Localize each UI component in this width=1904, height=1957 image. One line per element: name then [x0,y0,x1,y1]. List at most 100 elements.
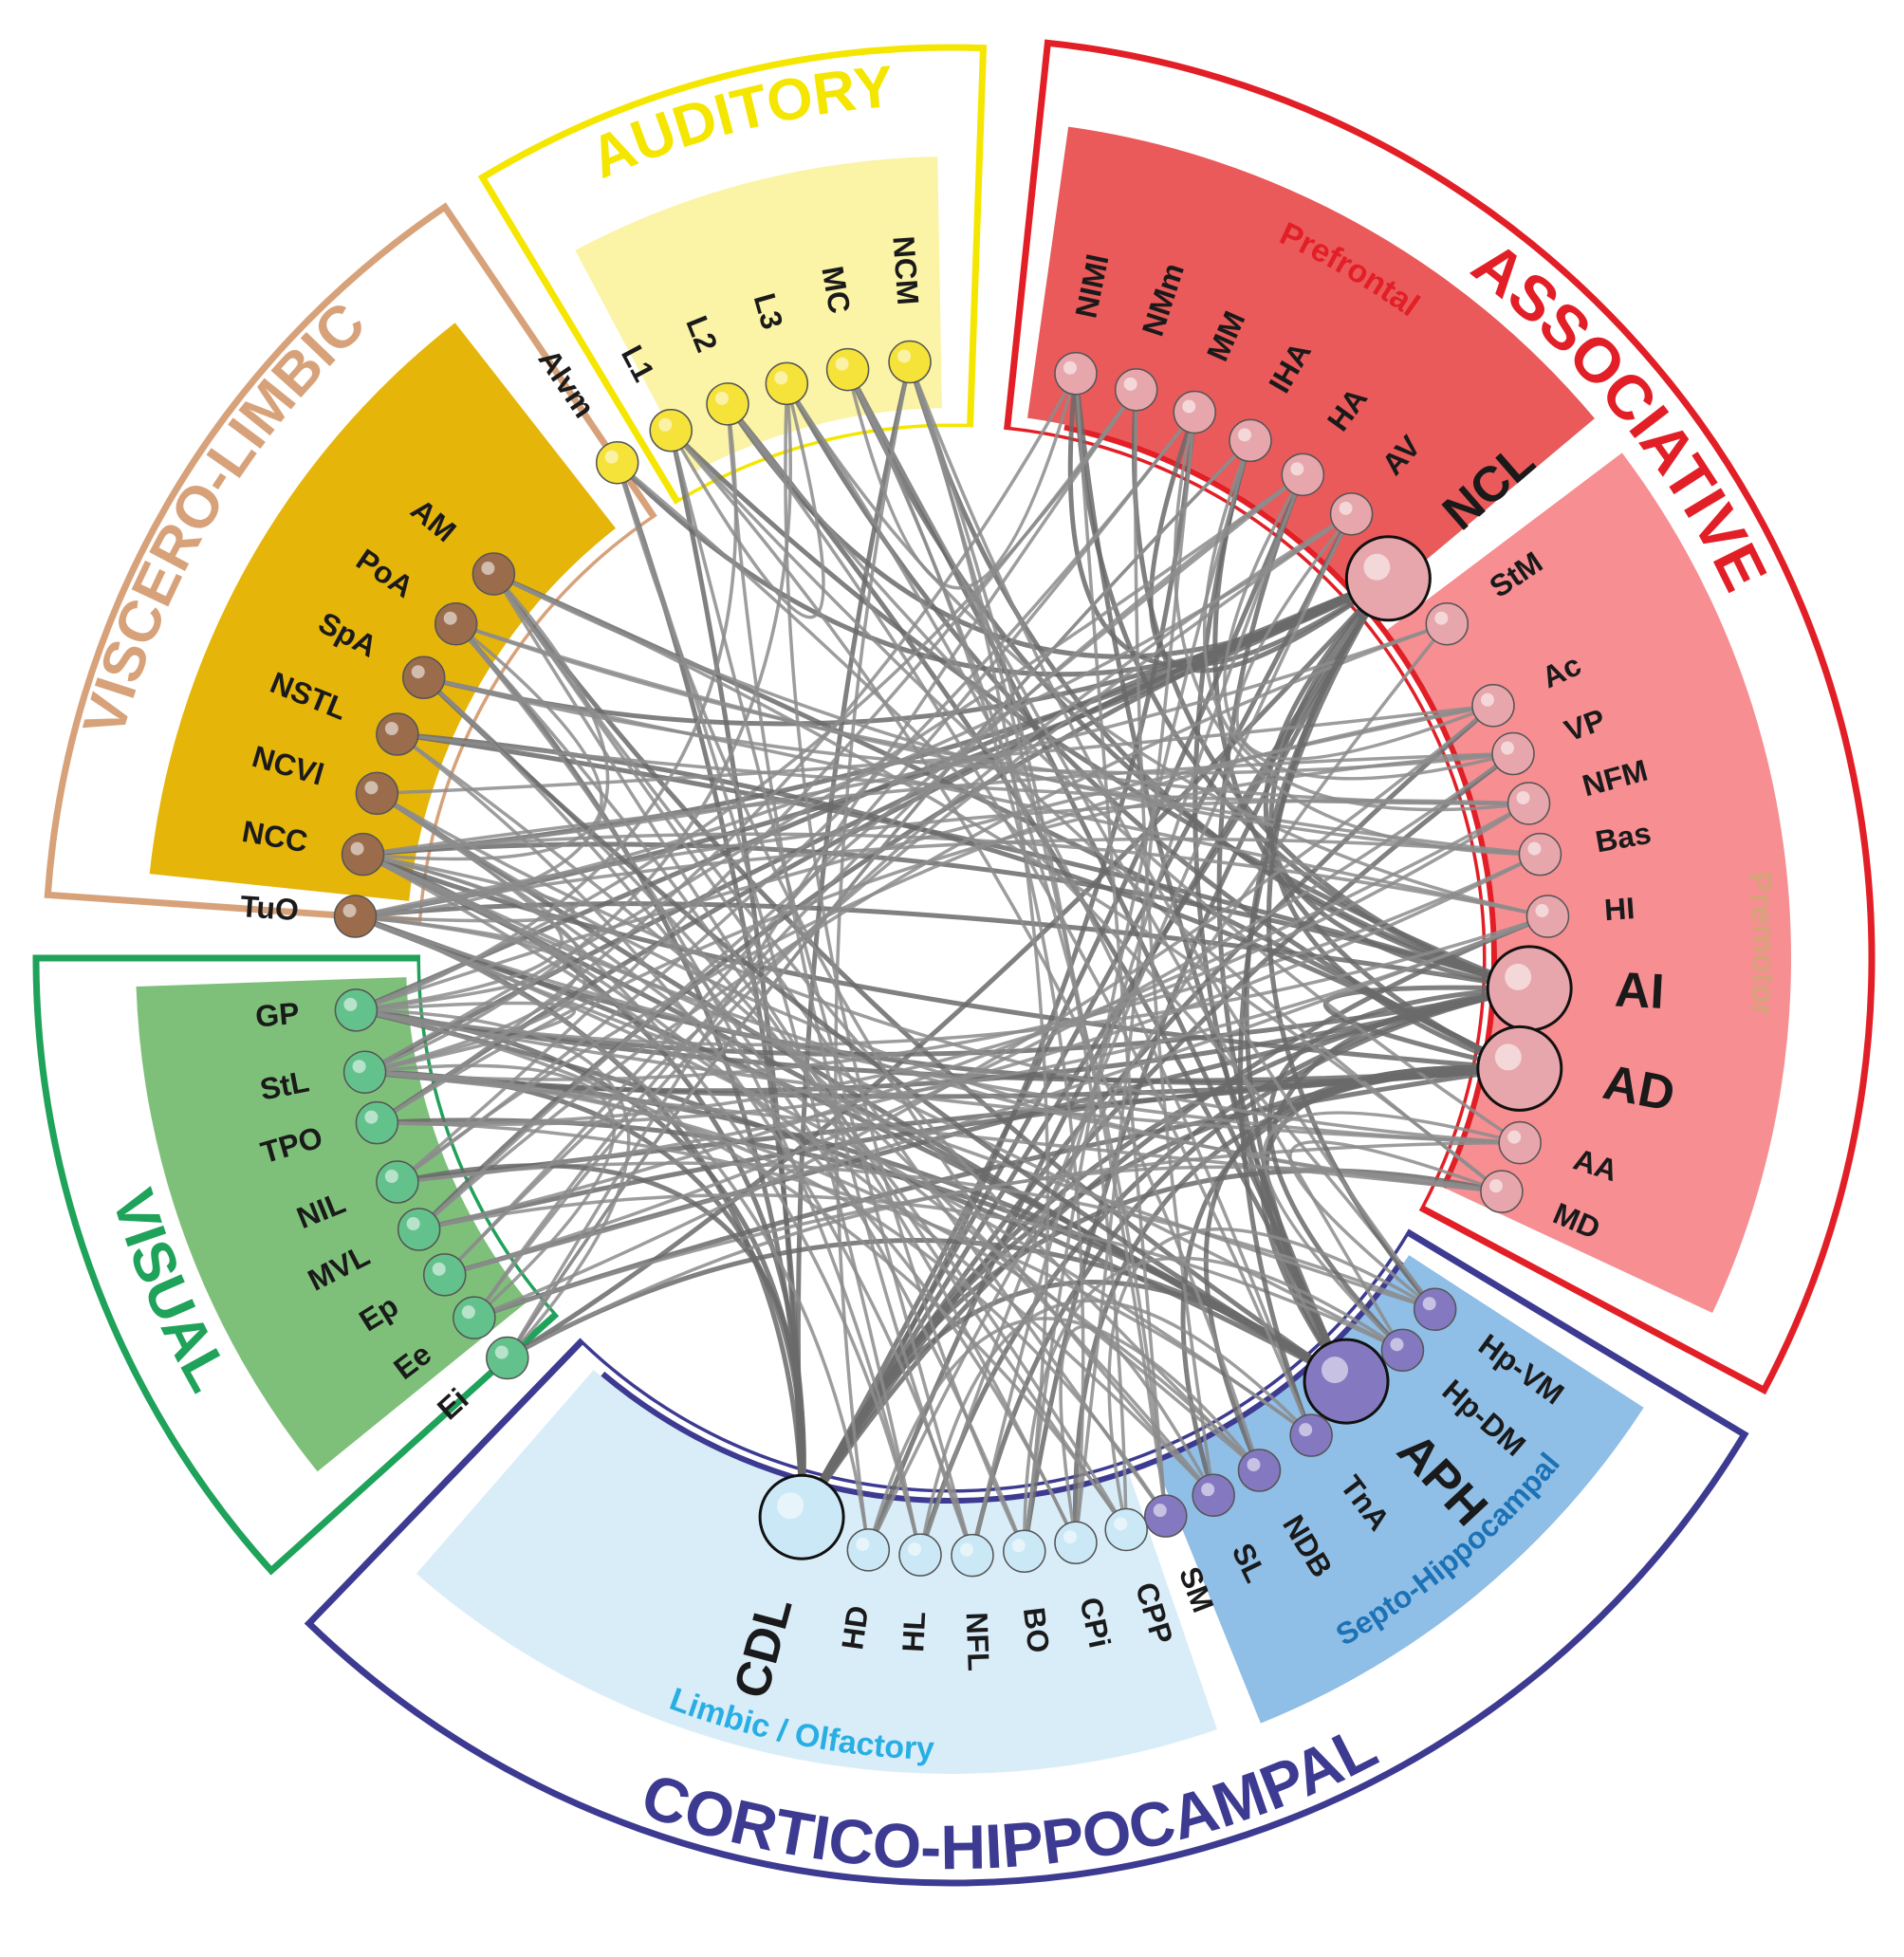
edge-L3-HI [785,382,1548,918]
node-AA[interactable] [1498,1120,1542,1165]
node-highlight-HL [908,1542,922,1557]
node-StL[interactable] [342,1050,387,1094]
node-highlight-Ee [461,1305,475,1320]
node-MM[interactable] [1173,390,1216,434]
node-highlight-L2 [714,391,729,405]
node-SL[interactable] [1192,1473,1235,1517]
node-SM[interactable] [1144,1494,1188,1538]
node-HA[interactable] [1281,452,1325,497]
edge-MM-CPi [1074,412,1196,1543]
node-BO[interactable] [1003,1529,1046,1574]
node-PoA[interactable] [434,601,478,646]
edge-AM-CPP [491,573,1128,1531]
node-NSTL[interactable] [376,712,419,756]
node-APH[interactable] [1303,1338,1390,1425]
node-NFL[interactable] [951,1533,994,1578]
edge-SL-CPi [1059,1324,1215,1543]
node-highlight-NSTL [384,721,398,735]
node-MVL[interactable] [397,1208,441,1251]
node-Hp-DM[interactable] [1380,1328,1425,1373]
node-Ac[interactable] [1471,684,1515,728]
node-CPP[interactable] [1104,1507,1148,1552]
node-HI[interactable] [1525,895,1570,938]
node-CPi[interactable] [1054,1521,1098,1564]
edge-L2-NFL [726,403,974,1557]
edge-TuO-HD [354,914,871,1551]
edge-Ee-HA [472,472,1304,1320]
node-L3[interactable] [765,361,809,406]
edge-MD-AM [492,572,1504,1193]
node-MD[interactable] [1480,1170,1524,1213]
label-BO: BO [1017,1605,1057,1654]
node-Ei[interactable] [486,1336,529,1380]
edge-Hp-DM-BO [1023,1256,1404,1552]
label-TuO: TuO [239,889,300,927]
node-NIMl[interactable] [1054,352,1098,396]
node-Ep[interactable] [422,1253,467,1297]
edge-CDL-VP [800,751,1515,1519]
node-L2[interactable] [706,382,749,426]
edge-NMm-NIL [396,388,1138,1184]
node-highlight-NCC [350,841,364,856]
edge-AD-NCC [361,852,1520,1071]
edge-NCVl-HL [376,791,922,1556]
node-MC[interactable] [825,347,870,392]
edge-StL-L3 [363,383,792,1074]
node-highlight-MD [1488,1179,1503,1193]
node-TuO[interactable] [333,895,378,938]
node-NCC[interactable] [341,832,385,877]
edge-L1-NDB [669,429,1262,1471]
edge-PoA-CPi [454,622,1078,1543]
node-NDB[interactable] [1237,1449,1282,1492]
node-AM[interactable] [471,552,516,596]
node-NMm[interactable] [1114,368,1158,412]
edge-NIMl-TPO [376,372,1078,1125]
edge-StL-NCC [362,852,582,1074]
node-highlight-Ei [494,1345,508,1359]
edge-MVL-StM [417,622,1448,1231]
node-Bas[interactable] [1518,832,1562,877]
node-NCL[interactable] [1344,535,1432,622]
node-Hp-VM[interactable] [1413,1287,1457,1332]
node-AV[interactable] [1329,492,1374,536]
region-nodes [333,340,1573,1578]
node-AD[interactable] [1476,1025,1563,1112]
edge-NDB-HD [866,1317,1261,1551]
node-highlight-HA [1290,462,1304,476]
node-highlight-Ep [432,1262,446,1276]
node-highlight-APH [1322,1357,1349,1384]
node-highlight-NIMl [1063,360,1077,375]
node-highlight-VP [1501,741,1515,755]
edge-NFM-NSTL [397,732,1529,805]
edge-NIL-Ac [396,704,1494,1184]
node-GP[interactable] [334,988,379,1032]
node-Ee[interactable] [453,1296,496,1339]
node-NIL[interactable] [376,1160,419,1204]
edge-Alvm-Hp-VM [616,461,1437,1311]
node-highlight-TPO [364,1110,379,1124]
node-IHA[interactable] [1229,418,1272,463]
node-NCVl[interactable] [355,771,399,816]
node-L1[interactable] [649,408,693,452]
node-NCM[interactable] [888,340,932,384]
node-CDL[interactable] [758,1473,845,1560]
edge-Hp-DM-MVL [418,1193,1404,1352]
node-TPO[interactable] [355,1100,399,1145]
node-highlight-HD [856,1537,870,1551]
node-highlight-L3 [774,371,788,385]
node-NFM[interactable] [1507,782,1551,825]
edge-PoA-NFM [455,622,1529,805]
node-StM[interactable] [1425,601,1470,646]
node-highlight-StL [352,1060,366,1074]
node-HL[interactable] [898,1533,942,1577]
node-Alvm[interactable] [595,440,639,485]
node-VP[interactable] [1491,731,1535,776]
node-TnA[interactable] [1289,1413,1333,1457]
node-SpA[interactable] [401,655,446,699]
node-AI[interactable] [1486,945,1573,1032]
node-highlight-AI [1505,963,1532,990]
node-HD[interactable] [846,1528,891,1572]
node-highlight-L1 [658,417,673,432]
edge-TnA-HL [918,1299,1313,1556]
